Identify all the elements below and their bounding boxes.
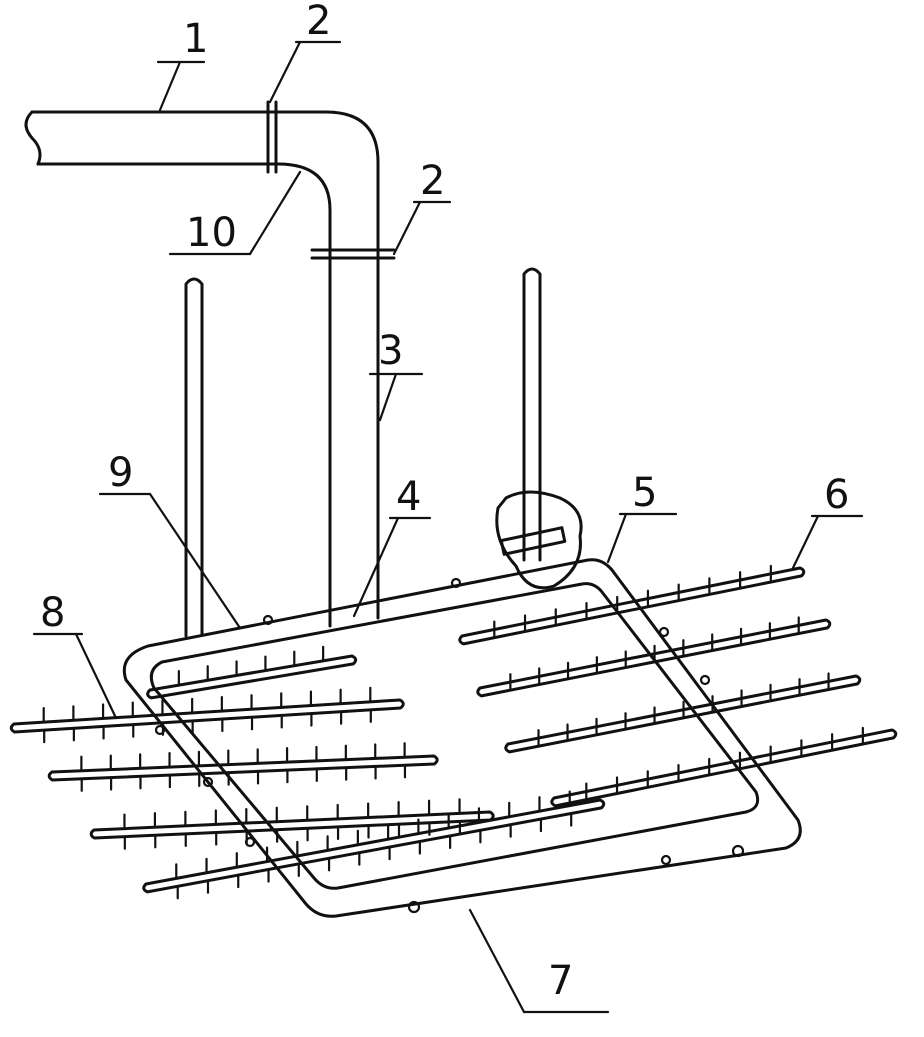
branch-pipe (504, 674, 862, 754)
part-labels: 1 2 2 10 3 9 4 5 6 8 7 (40, 0, 849, 1004)
label-1: 1 (183, 16, 208, 62)
distributor-frame (122, 558, 802, 918)
inlet-pipe (24, 110, 380, 628)
branch-pipe (550, 728, 898, 808)
label-8: 8 (40, 590, 65, 636)
support-rod-right (522, 267, 542, 562)
clamp-detail (495, 490, 583, 590)
branch-pipe (89, 810, 495, 840)
branch-pipe (146, 654, 358, 700)
branch-pipe (476, 618, 832, 698)
label-2-right: 2 (420, 158, 445, 204)
label-6: 6 (824, 472, 849, 518)
label-4: 4 (396, 474, 421, 520)
flange-horizontal (266, 100, 278, 174)
leader-lines (32, 40, 864, 1014)
branch-pipe (458, 566, 806, 646)
label-10: 10 (186, 210, 237, 256)
frame-bumps (154, 577, 745, 914)
branch-pipe (9, 698, 405, 734)
label-5: 5 (632, 470, 657, 516)
branch-pipe (47, 754, 439, 782)
label-2-top: 2 (306, 0, 331, 44)
branch-pipe (142, 798, 606, 894)
flange-vertical (310, 248, 396, 260)
branch-pipes (9, 564, 898, 900)
label-7: 7 (548, 958, 573, 1004)
label-9: 9 (108, 450, 133, 496)
support-rod-left (184, 277, 204, 638)
label-3: 3 (378, 328, 403, 374)
